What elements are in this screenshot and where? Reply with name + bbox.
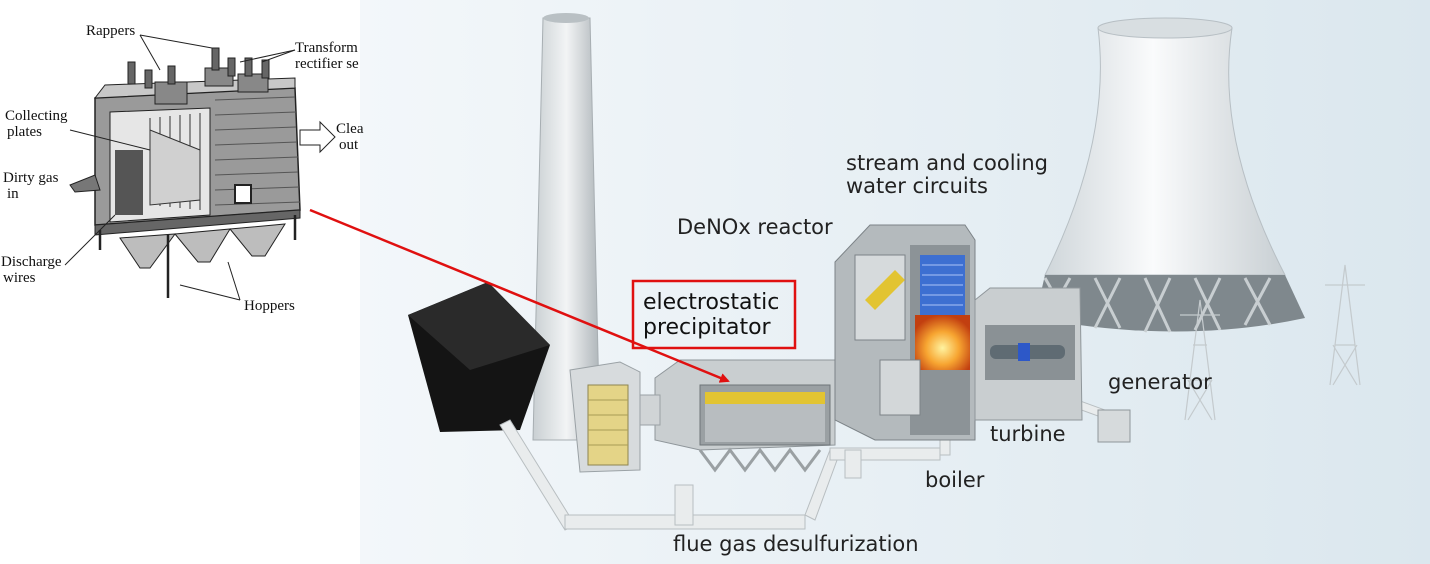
transformer-box (1097, 409, 1131, 443)
power-plant-diagram: electrostatic precipitator stream and co… (360, 0, 1430, 564)
label-esp-line2: precipitator (643, 315, 772, 340)
label-fgd: flue gas desulfurization (673, 532, 919, 556)
cooling-tower (1035, 17, 1305, 333)
pointer-arrow (309, 208, 730, 383)
label-dirty-line1: Dirty gas (3, 170, 59, 186)
fgd-unit (569, 361, 641, 473)
label-turbine: turbine (990, 422, 1066, 446)
label-boiler: boiler (925, 468, 985, 492)
label-clean-line1: Clea (336, 121, 364, 137)
pipes (499, 389, 1126, 531)
power-pylons (1180, 264, 1365, 421)
turbine-hall (974, 287, 1083, 421)
label-rappers: Rappers (86, 23, 135, 39)
label-discharge-line1: Discharge (1, 254, 62, 270)
label-transformer-line2: rectifier se (295, 56, 359, 72)
boiler-unit (834, 224, 976, 441)
label-clean-line2: out (339, 137, 359, 153)
label-transformer-line1: Transform (295, 40, 358, 56)
precipitator-schematic: Rappers Transform rectifier se Collectin… (0, 0, 364, 564)
label-discharge-line2: wires (3, 270, 36, 286)
label-generator: generator (1108, 370, 1212, 394)
label-steam-line1: stream and cooling (846, 151, 1048, 175)
label-esp-line1: electrostatic (643, 290, 779, 315)
precipitator-unit (639, 359, 836, 473)
precipitator-highlight-box (631, 279, 797, 350)
label-hoppers: Hoppers (244, 298, 295, 314)
label-denox: DeNOx reactor (677, 215, 833, 239)
label-dirty-line2: in (7, 186, 19, 202)
label-collecting-line1: Collecting (5, 108, 68, 124)
label-collecting-line2: plates (7, 124, 42, 140)
label-steam-line2: water circuits (846, 174, 988, 198)
